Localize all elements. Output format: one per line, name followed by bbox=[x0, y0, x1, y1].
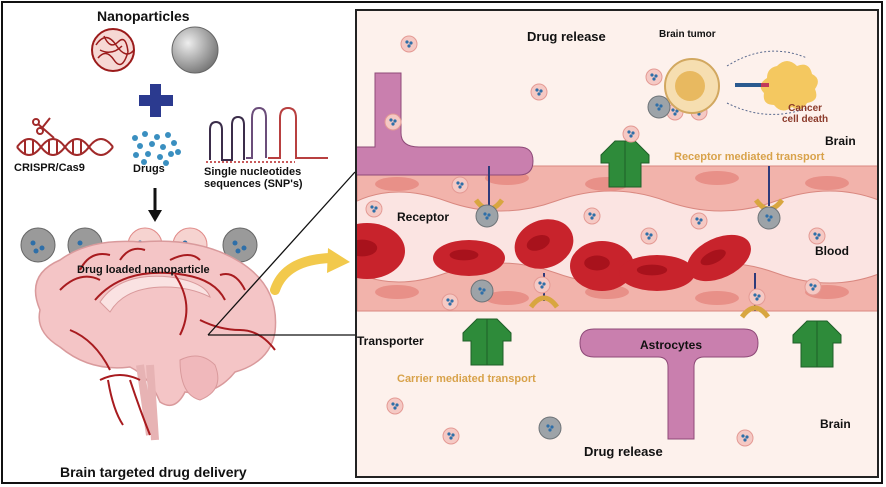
bbb-illustration bbox=[357, 35, 877, 447]
drug-dot bbox=[165, 132, 171, 138]
drug-nanoparticle-icon bbox=[808, 227, 826, 245]
snp-label-line1: Single nucleotides bbox=[204, 166, 302, 178]
loaded-nanoparticle-icon bbox=[757, 206, 781, 230]
brain-illustration bbox=[34, 240, 277, 441]
sphere-nanoparticle-icon bbox=[171, 26, 219, 74]
drug-nanoparticle-icon bbox=[690, 212, 708, 230]
red-blood-cell-icon bbox=[687, 234, 751, 282]
drug-nanoparticle-icon bbox=[583, 207, 601, 225]
endothelial-nucleus bbox=[375, 285, 419, 299]
drug-dot bbox=[154, 134, 160, 140]
drug-dot bbox=[160, 144, 166, 150]
curved-arrow-icon bbox=[270, 248, 350, 295]
loaded-nanoparticle-icon bbox=[20, 227, 56, 263]
polymer-nanoparticle-icon bbox=[91, 28, 135, 72]
endothelial-nucleus bbox=[485, 291, 529, 305]
drug-dot bbox=[149, 141, 155, 147]
loaded-nanoparticle-icon bbox=[647, 95, 671, 119]
transporter-label: Transporter bbox=[357, 334, 424, 348]
drug-release-bottom-label: Drug release bbox=[584, 444, 663, 459]
plus-icon bbox=[139, 84, 173, 117]
drug-loaded-label: Drug loaded nanoparticle bbox=[77, 264, 210, 276]
drugs-label: Drugs bbox=[133, 163, 165, 175]
drug-injection-icon bbox=[735, 83, 769, 87]
red-blood-cell-icon bbox=[433, 240, 505, 276]
drug-dot bbox=[163, 160, 169, 166]
drug-nanoparticle-icon bbox=[804, 278, 822, 296]
receptor-mediated-label: Receptor mediated transport bbox=[674, 151, 825, 163]
drug-dot bbox=[132, 135, 138, 141]
drug-dot bbox=[142, 131, 148, 137]
drug-dot bbox=[145, 151, 151, 157]
drug-release-top-label: Drug release bbox=[527, 29, 606, 44]
endothelial-nucleus bbox=[695, 291, 739, 305]
red-blood-cell-icon bbox=[514, 219, 574, 269]
down-arrow-icon bbox=[148, 188, 162, 222]
drug-nanoparticle-icon bbox=[386, 397, 404, 415]
brain-top-label: Brain bbox=[825, 134, 856, 148]
loaded-nanoparticle-icon bbox=[538, 416, 562, 440]
endothelial-nucleus bbox=[695, 171, 739, 185]
drug-nanoparticle-icon bbox=[384, 113, 402, 131]
drug-dot bbox=[137, 143, 143, 149]
drug-nanoparticle-icon bbox=[533, 276, 551, 294]
drug-nanoparticle-icon bbox=[365, 200, 383, 218]
drug-nanoparticle-icon bbox=[442, 427, 460, 445]
transporter-protein-icon bbox=[462, 318, 512, 366]
loaded-nanoparticle-icon bbox=[475, 204, 499, 228]
drug-dot bbox=[157, 154, 163, 160]
carrier-mediated-label: Carrier mediated transport bbox=[397, 373, 536, 385]
brain-bottom-label: Brain bbox=[820, 417, 851, 431]
endothelial-nucleus bbox=[375, 177, 419, 191]
endothelial-nucleus bbox=[805, 176, 849, 190]
cancer-line2: cell death bbox=[782, 114, 829, 125]
drug-nanoparticle-icon bbox=[640, 227, 658, 245]
transporter-protein-icon bbox=[600, 140, 650, 188]
snp-label: Single nucleotides sequences (SNP's) bbox=[204, 166, 303, 190]
red-blood-cell-icon bbox=[619, 255, 695, 291]
crispr-label: CRISPR/Cas9 bbox=[14, 162, 85, 174]
blood-label: Blood bbox=[815, 244, 849, 258]
brain-targeted-title: Brain targeted drug delivery bbox=[60, 464, 247, 480]
astrocytes-label: Astrocytes bbox=[640, 338, 703, 352]
astrocyte-top bbox=[357, 72, 534, 176]
drug-nanoparticle-icon bbox=[530, 83, 548, 101]
tumor-arrows bbox=[726, 50, 808, 115]
bbb-detail-panel: Drug release Brain tumor Cancer cell dea… bbox=[355, 9, 879, 478]
astrocyte-bottom bbox=[579, 328, 759, 440]
drug-nanoparticle-icon bbox=[645, 68, 663, 86]
drug-nanoparticle-icon bbox=[622, 125, 640, 143]
drug-nanoparticle-icon bbox=[400, 35, 418, 53]
brain-tumor-label: Brain tumor bbox=[659, 29, 716, 40]
drug-nanoparticle-icon bbox=[441, 293, 459, 311]
nanoparticles-title: Nanoparticles bbox=[97, 8, 190, 24]
transporter-protein-icon bbox=[792, 320, 842, 368]
brain-tumor-cell-icon bbox=[664, 58, 720, 114]
dead-cancer-cell-icon bbox=[760, 61, 818, 111]
receptor-label: Receptor bbox=[397, 210, 450, 224]
crispr-dna-icon bbox=[16, 117, 114, 156]
drug-dot bbox=[133, 152, 139, 158]
loaded-nanoparticle-icon bbox=[470, 279, 494, 303]
snp-label-line2: sequences (SNP's) bbox=[204, 178, 303, 190]
drug-nanoparticle-icon bbox=[451, 176, 469, 194]
cancer-cell-death-label: Cancer cell death bbox=[782, 103, 828, 125]
zoom-line-top bbox=[207, 171, 356, 336]
drug-nanoparticle-icon bbox=[748, 288, 766, 306]
drug-dot bbox=[168, 151, 174, 157]
snp-hairpin-icon bbox=[206, 106, 328, 163]
drug-dot bbox=[175, 149, 181, 155]
drug-dot bbox=[141, 159, 147, 165]
cancer-line1: Cancer bbox=[788, 103, 823, 114]
red-blood-cell-icon bbox=[570, 241, 634, 291]
red-blood-cell-icon bbox=[357, 223, 405, 279]
drug-nanoparticle-icon bbox=[736, 429, 754, 447]
drugs-icon bbox=[132, 131, 181, 166]
drug-dot bbox=[171, 140, 177, 146]
